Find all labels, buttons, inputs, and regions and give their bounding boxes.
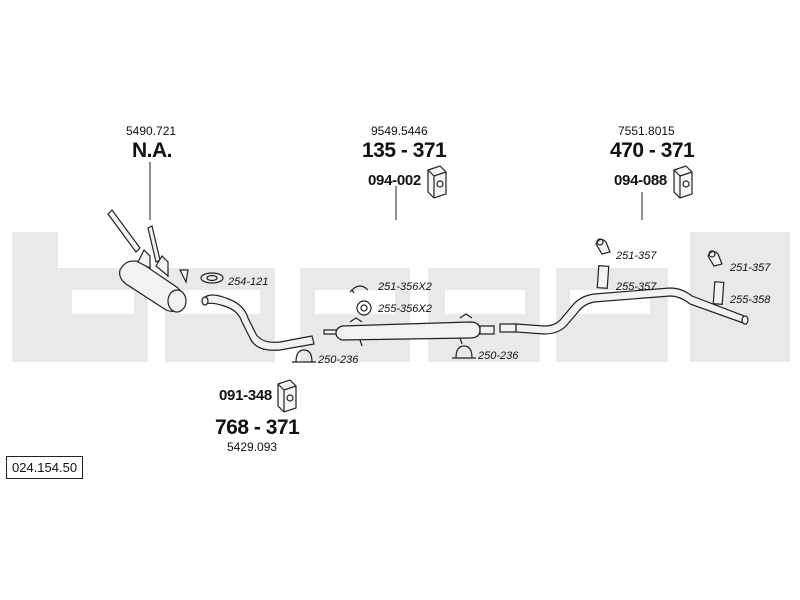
clamp-middle-part[interactable]: [452, 345, 476, 359]
spring-part[interactable]: [349, 285, 369, 294]
hanger-b-clip-label[interactable]: 251-357: [730, 262, 771, 274]
gasket-part[interactable]: [200, 272, 224, 284]
ring-label[interactable]: 255-356X2: [378, 303, 432, 315]
middle-silencer-part-number[interactable]: 135 - 371: [362, 139, 447, 162]
front-pipe-part[interactable]: [201, 294, 315, 351]
ring-part[interactable]: [356, 300, 372, 316]
middle-silencer-part[interactable]: [323, 313, 495, 347]
leader-lines: [149, 162, 643, 220]
middle-silencer-kit-number[interactable]: 094-002: [368, 172, 421, 189]
rear-silencer-part-number[interactable]: 470 - 371: [610, 139, 695, 162]
manifold-part-number[interactable]: N.A.: [132, 139, 173, 162]
front-pipe-kit-number[interactable]: 091-348: [219, 387, 272, 404]
rear-silencer-ref: 7551.8015: [618, 124, 675, 138]
hanger-a-clip-label[interactable]: 251-357: [616, 250, 657, 262]
diagram-code-box: 024.154.50: [6, 456, 84, 479]
front-pipe-part-number[interactable]: 768 - 371: [215, 416, 300, 439]
hanger-a-part[interactable]: [595, 238, 611, 289]
front-pipe-ref: 5429.093: [227, 440, 278, 454]
kit-icon-091-348[interactable]: [277, 379, 297, 413]
clamp-front-label[interactable]: 250-236: [318, 354, 359, 366]
hanger-a-rubber-label[interactable]: 255-357: [616, 281, 657, 293]
spring-label[interactable]: 251-356X2: [378, 281, 432, 293]
kit-icon-094-088[interactable]: [673, 165, 693, 199]
rear-pipe-part[interactable]: [499, 287, 749, 335]
rear-silencer-kit-number[interactable]: 094-088: [614, 172, 667, 189]
hanger-b-part[interactable]: [707, 250, 725, 305]
clamp-middle-label[interactable]: 250-236: [478, 350, 519, 362]
manifold-ref: 5490.721: [126, 124, 177, 138]
middle-silencer-ref: 9549.5446: [371, 124, 428, 138]
gasket-label[interactable]: 254-121: [228, 276, 269, 288]
kit-icon-094-002[interactable]: [427, 165, 447, 199]
clamp-front-part[interactable]: [292, 349, 316, 363]
manifold-part[interactable]: [107, 209, 189, 313]
hanger-b-rubber-label[interactable]: 255-358: [730, 294, 771, 306]
